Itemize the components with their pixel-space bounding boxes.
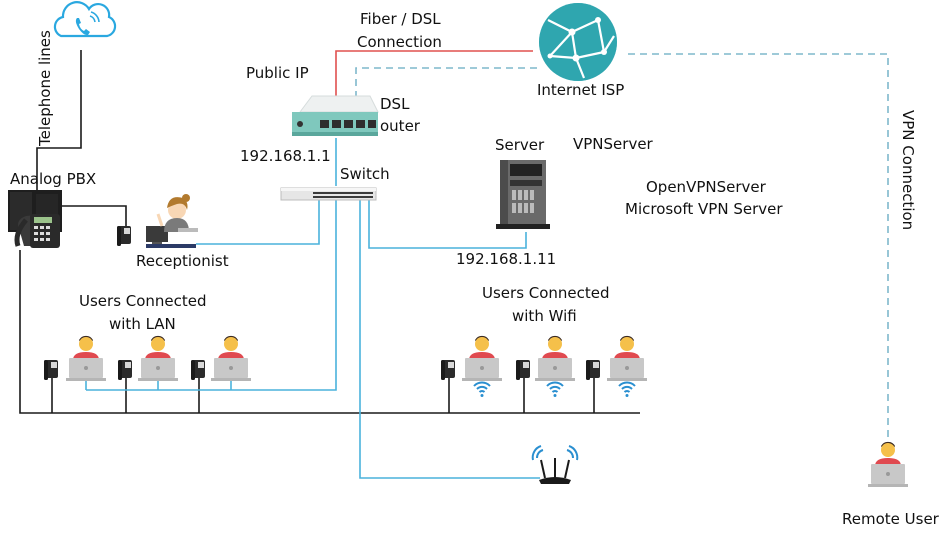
desk-phone-icon	[117, 226, 131, 246]
switch-receptionist-link	[196, 200, 320, 245]
server-icon	[496, 160, 550, 229]
internet-isp-label: Internet ISP	[537, 81, 624, 99]
user-laptop-icon	[868, 441, 908, 487]
user-laptop-icon	[211, 335, 251, 381]
server-label: Server	[495, 136, 545, 154]
vpn-connection-label: VPN Connection	[899, 110, 917, 230]
switch-label: Switch	[340, 165, 390, 183]
switch-lan-users-link	[86, 200, 337, 391]
telephone-lines-label: Telephone lines	[36, 30, 54, 147]
wifi-group-label-line1: Users Connected	[482, 284, 610, 302]
pbx-receptionist-phone-line	[60, 205, 127, 228]
lan-group-label-line1: Users Connected	[79, 292, 207, 310]
public-ip-label: Public IP	[246, 64, 309, 82]
user-laptop-icon	[462, 335, 502, 381]
server-ip-label: 192.168.1.11	[456, 250, 556, 268]
dsl-router-label-line1: DSL	[380, 95, 410, 113]
telephone-line	[36, 50, 82, 200]
wifi-icon	[546, 381, 564, 398]
receptionist-icon	[146, 194, 198, 248]
desk-phone-icon	[44, 360, 58, 380]
vpn-link	[355, 67, 540, 98]
user-laptop-icon	[607, 335, 647, 381]
router-ip-label: 192.168.1.1	[240, 147, 331, 165]
vpn-option-openvpn: OpenVPNServer	[646, 178, 767, 196]
desk-phone-icon	[516, 360, 530, 380]
switch-wifi-router-link	[359, 200, 540, 479]
desk-phone-icon	[441, 360, 455, 380]
remote-user-label: Remote User	[842, 510, 940, 528]
switch-server-link	[368, 200, 527, 249]
user-laptop-icon	[535, 335, 575, 381]
switch-icon	[280, 187, 377, 201]
user-laptop-icon	[66, 335, 106, 381]
dsl-router-label-line2: outer	[380, 117, 421, 135]
desk-phone-icon	[586, 360, 600, 380]
vpn-server-label: VPNServer	[573, 135, 654, 153]
pbx-icon	[8, 190, 62, 248]
vpn-connection-link	[628, 53, 889, 445]
fiber-dsl-label-line1: Fiber / DSL	[360, 10, 441, 28]
lan-group-label-line2: with LAN	[109, 315, 176, 333]
wifi-router-icon	[531, 445, 579, 484]
router-icon	[292, 95, 379, 136]
wifi-icon	[618, 381, 636, 398]
vpn-option-microsoft: Microsoft VPN Server	[625, 200, 783, 218]
receptionist-label: Receptionist	[136, 252, 229, 270]
wifi-group-label-line2: with Wifi	[512, 307, 577, 325]
analog-pbx-label: Analog PBX	[10, 170, 96, 188]
pbx-phone-bus	[19, 250, 640, 414]
globe-icon	[539, 3, 617, 81]
fiber-dsl-label-line2: Connection	[357, 33, 442, 51]
user-laptop-icon	[138, 335, 178, 381]
desk-phone-icon	[191, 360, 205, 380]
cloud-phone-icon	[53, 1, 117, 38]
fiber-dsl-link	[335, 50, 533, 98]
wifi-icon	[473, 381, 491, 398]
desk-phone-icon	[118, 360, 132, 380]
